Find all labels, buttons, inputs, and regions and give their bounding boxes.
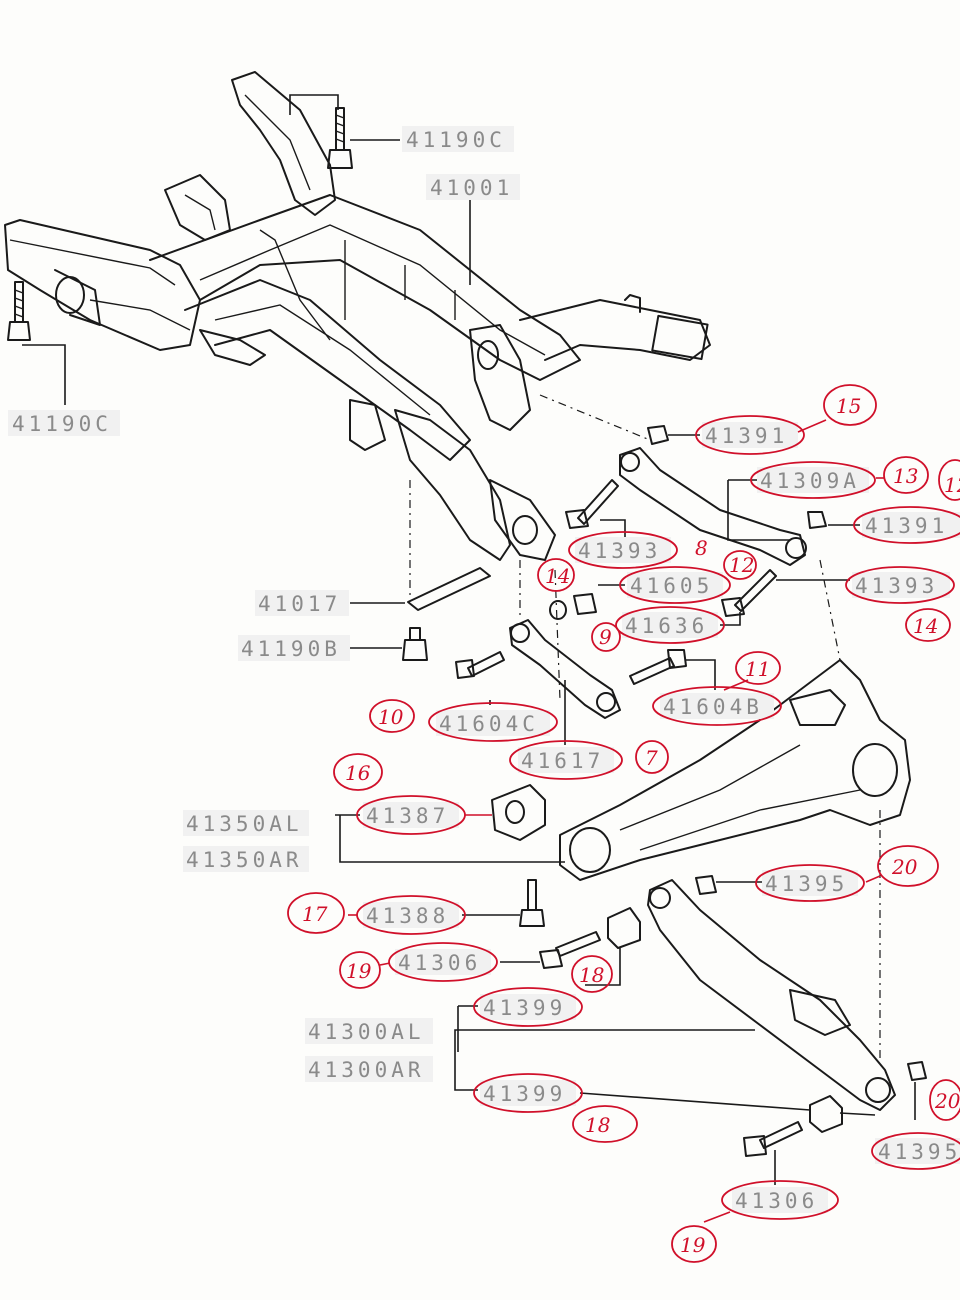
part-label-41300al: 41300AL: [308, 1020, 425, 1044]
red-annotations: 15 13 12 8 12 14 14 9 10 11 7 16 20 17 1…: [287, 384, 960, 1263]
part-label-41604c: 41604C: [439, 712, 539, 736]
note-18a: 18: [579, 963, 604, 987]
part-label-41605: 41605: [630, 574, 713, 598]
part-label-41388: 41388: [366, 904, 449, 928]
part-label-41350ar: 41350AR: [186, 848, 303, 872]
note-13: 13: [893, 464, 918, 488]
note-9: 9: [599, 625, 612, 649]
part-label-41387: 41387: [366, 804, 449, 828]
note-11: 11: [745, 657, 770, 681]
part-label-41300ar: 41300AR: [308, 1058, 425, 1082]
part-label-41190b: 41190B: [241, 637, 341, 661]
part-label-41306-b: 41306: [735, 1189, 818, 1213]
part-label-41306-a: 41306: [398, 951, 481, 975]
part-label-41190c-top: 41190C: [406, 128, 506, 152]
note-10: 10: [378, 705, 404, 729]
part-label-41393-a: 41393: [578, 539, 661, 563]
part-label-41391-b: 41391: [865, 514, 948, 538]
subframe-drawing: [4, 71, 711, 561]
part-label-41393-b: 41393: [855, 574, 938, 598]
note-12: 12: [944, 473, 960, 497]
note-20b: 20: [934, 1089, 960, 1113]
part-labels: 41190C 41001 41190C 41391 41309A 41391 4…: [8, 126, 960, 1213]
part-label-41395-a: 41395: [765, 872, 848, 896]
part-label-41001: 41001: [430, 176, 513, 200]
note-12b: 12: [729, 553, 754, 577]
note-8: 8: [695, 536, 708, 560]
part-label-41636: 41636: [625, 614, 708, 638]
note-14b: 14: [913, 614, 938, 638]
part-label-41399-b: 41399: [483, 1082, 566, 1106]
part-label-41017: 41017: [258, 592, 341, 616]
part-label-41399-a: 41399: [483, 996, 566, 1020]
part-label-41617: 41617: [521, 749, 604, 773]
note-15: 15: [836, 394, 861, 418]
note-20a: 20: [891, 855, 918, 879]
note-19b: 19: [680, 1233, 706, 1257]
hardware-drawing: [7, 107, 927, 1157]
part-label-41604b: 41604B: [663, 695, 763, 719]
note-17: 17: [302, 902, 328, 926]
part-label-41309a: 41309A: [760, 469, 860, 493]
note-16: 16: [345, 761, 371, 785]
note-19a: 19: [346, 959, 372, 983]
part-label-41395-b: 41395: [878, 1140, 960, 1164]
part-label-41350al: 41350AL: [186, 812, 303, 836]
leader-lines: [22, 139, 916, 1185]
note-14a: 14: [545, 564, 570, 588]
part-label-41190c-left: 41190C: [12, 412, 112, 436]
part-label-41391-a: 41391: [705, 424, 788, 448]
note-18b: 18: [585, 1113, 610, 1137]
note-7: 7: [645, 746, 658, 770]
